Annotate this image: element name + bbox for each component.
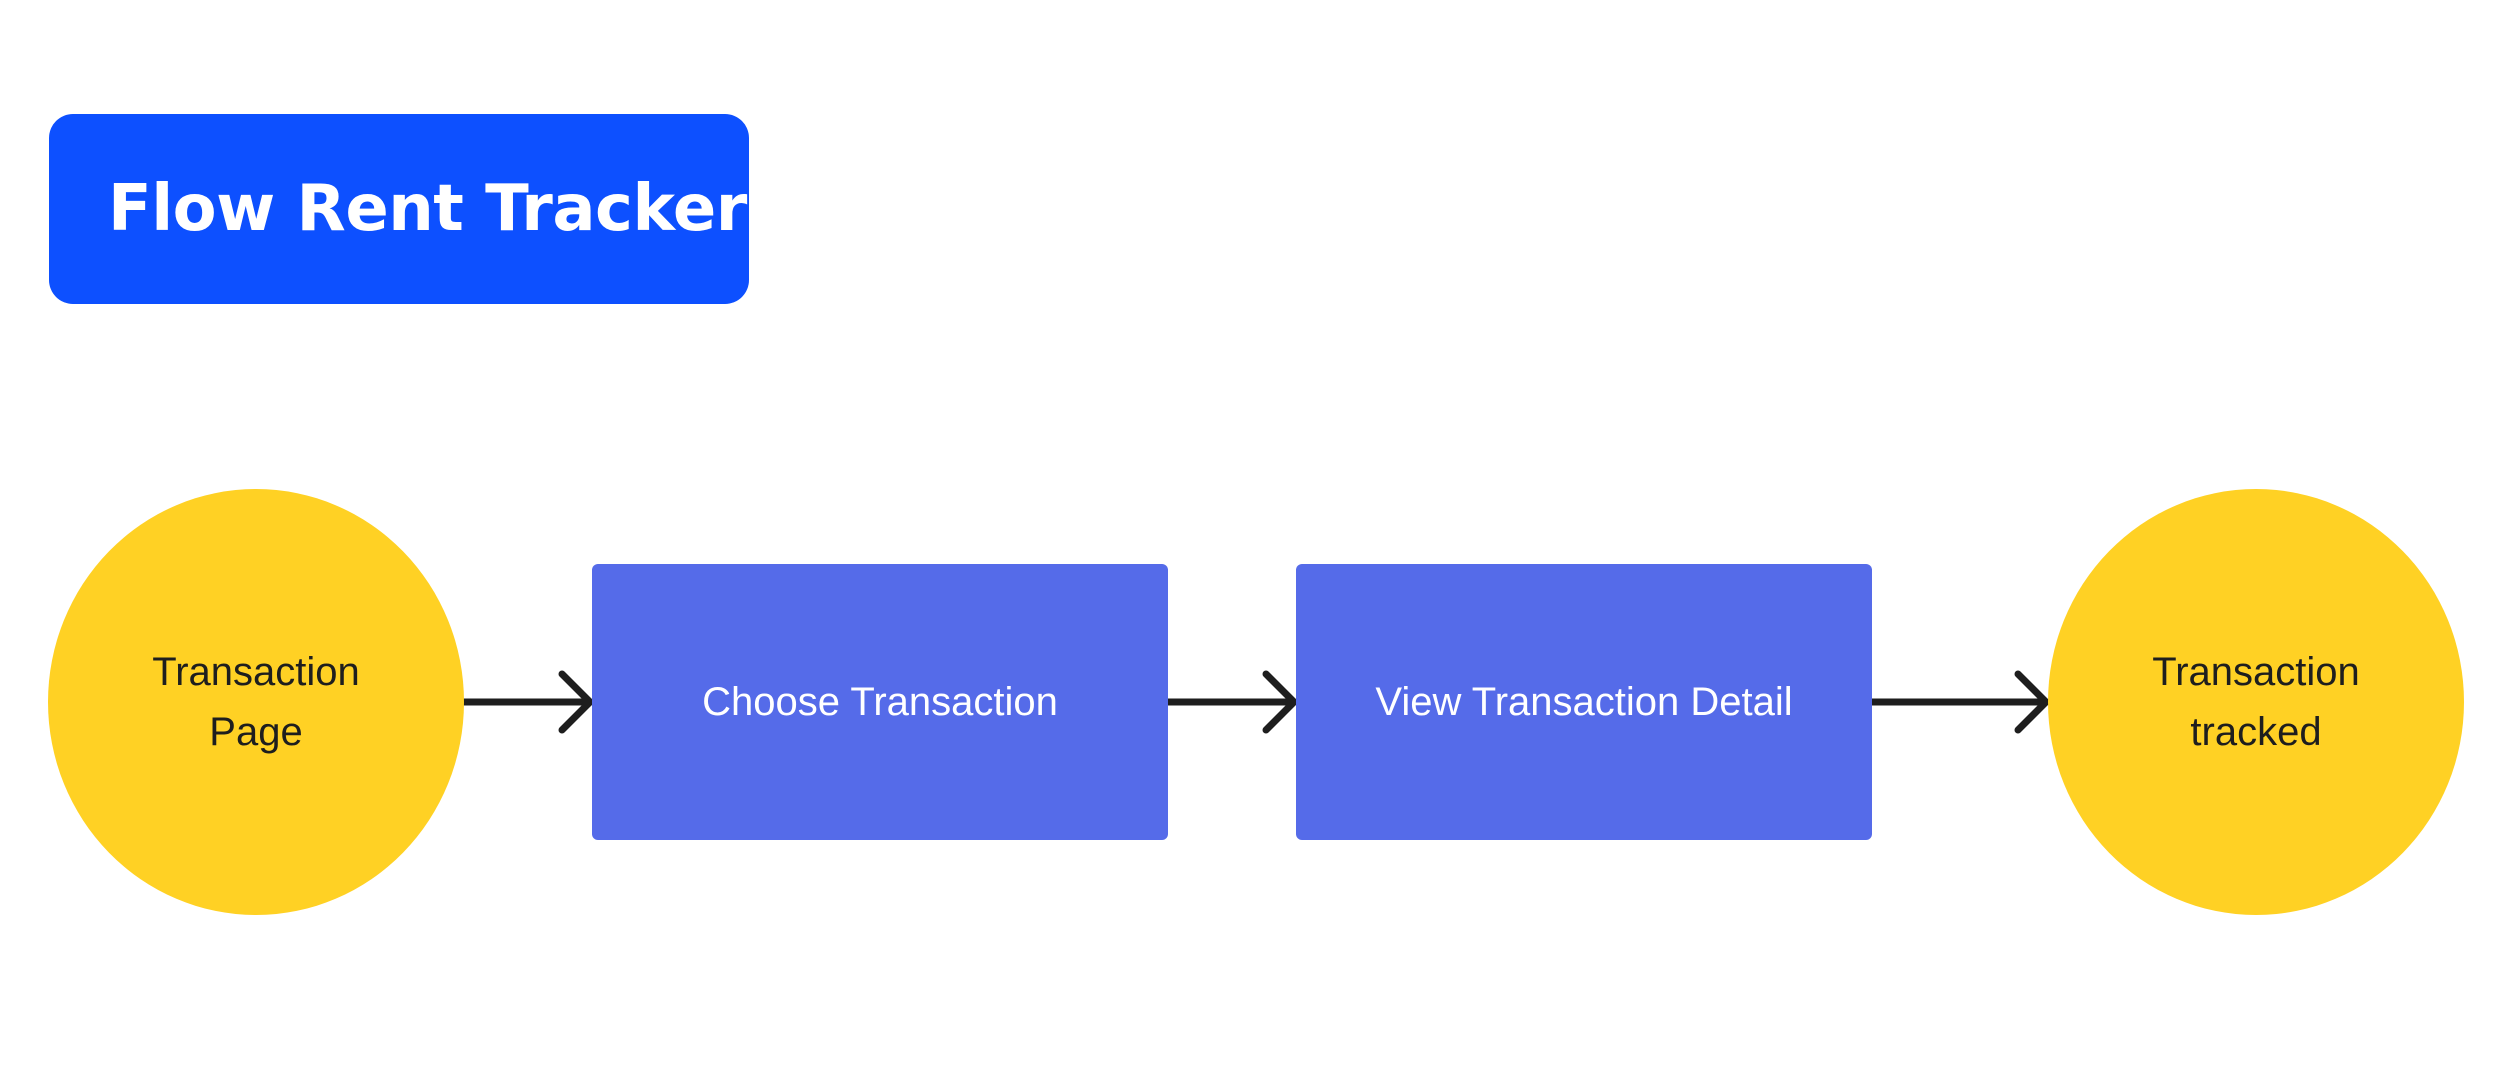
process-node-label: View Transaction Detail bbox=[1375, 680, 1793, 724]
process-node-view-transaction-detail: View Transaction Detail bbox=[1296, 564, 1872, 840]
process-node-label: Choose Transaction bbox=[702, 680, 1058, 724]
edge-step1-to-step2 bbox=[1164, 670, 1298, 734]
process-node-choose-transaction: Choose Transaction bbox=[592, 564, 1168, 840]
end-node: Transaction tracked bbox=[2048, 489, 2464, 915]
end-node-label: Transaction tracked bbox=[2152, 650, 2360, 754]
edge-step2-to-end bbox=[1868, 670, 2050, 734]
diagram-title-badge: Flow Rent Tracker bbox=[49, 114, 749, 304]
edge-start-to-step1 bbox=[460, 670, 594, 734]
diagram-title: Flow Rent Tracker bbox=[108, 172, 747, 246]
start-node-label: Transaction Page bbox=[152, 650, 360, 754]
start-node: Transaction Page bbox=[48, 489, 464, 915]
